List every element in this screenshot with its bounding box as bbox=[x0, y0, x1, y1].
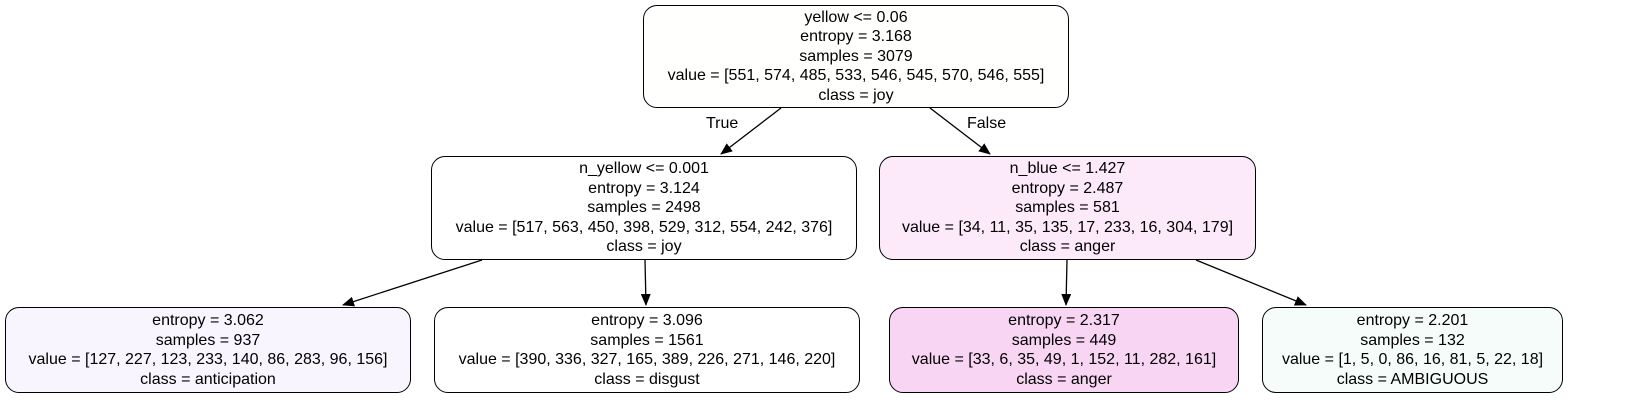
edge-label-true: True bbox=[706, 115, 739, 132]
node-line: value = [551, 574, 485, 533, 546, 545, 5… bbox=[667, 67, 1045, 85]
tree-leaf-left-right: entropy = 3.096 samples = 1561 value = [… bbox=[434, 307, 860, 393]
node-line: value = [127, 227, 123, 233, 140, 86, 28… bbox=[28, 351, 388, 368]
node-line: entropy = 3.062 bbox=[152, 312, 264, 329]
node-line: value = [390, 336, 327, 165, 389, 226, 2… bbox=[458, 351, 836, 368]
tree-node-right: n_blue <= 1.427 entropy = 2.487 samples … bbox=[879, 156, 1256, 260]
node-line: entropy = 2.201 bbox=[1356, 312, 1469, 329]
node-line: entropy = 3.124 bbox=[588, 179, 700, 197]
tree-node-left: n_yellow <= 0.001 entropy = 3.124 sample… bbox=[431, 156, 857, 260]
node-line: class = anger bbox=[1019, 238, 1116, 256]
node-line: class = anger bbox=[1016, 370, 1112, 388]
node-line: n_blue <= 1.427 bbox=[1009, 160, 1126, 178]
edge-left-lr bbox=[640, 259, 651, 306]
node-line: class = anticipation bbox=[140, 370, 276, 388]
node-line: n_yellow <= 0.001 bbox=[579, 160, 709, 178]
node-line: samples = 581 bbox=[1015, 199, 1120, 217]
node-line: samples = 449 bbox=[1011, 331, 1117, 349]
tree-node-root: yellow <= 0.06 entropy = 3.168 samples =… bbox=[643, 5, 1069, 108]
node-line: class = disgust bbox=[594, 370, 700, 388]
node-line: samples = 1561 bbox=[590, 331, 704, 349]
tree-leaf-right-left: entropy = 2.317 samples = 449 value = [3… bbox=[889, 307, 1239, 393]
node-line: yellow <= 0.06 bbox=[804, 8, 908, 26]
edge-left-ll bbox=[342, 259, 483, 307]
node-line: class = joy bbox=[606, 238, 682, 256]
edge-root-right bbox=[929, 107, 991, 155]
node-line: value = [517, 563, 450, 398, 529, 312, 5… bbox=[455, 218, 833, 236]
node-line: samples = 132 bbox=[1360, 331, 1465, 349]
node-line: entropy = 3.096 bbox=[591, 312, 703, 329]
node-line: class = AMBIGUOUS bbox=[1336, 370, 1489, 388]
node-line: samples = 2498 bbox=[587, 199, 701, 217]
edge-root-left bbox=[720, 107, 782, 155]
edge-right-rr bbox=[1195, 259, 1307, 306]
node-line: samples = 3079 bbox=[799, 47, 913, 65]
node-line: samples = 937 bbox=[155, 331, 261, 349]
node-line: entropy = 2.317 bbox=[1008, 312, 1120, 329]
edge-label-false: False bbox=[967, 115, 1007, 132]
node-line: value = [33, 6, 35, 49, 1, 152, 11, 282,… bbox=[911, 351, 1217, 368]
tree-leaf-right-right: entropy = 2.201 samples = 132 value = [1… bbox=[1262, 307, 1563, 393]
node-line: value = [34, 11, 35, 135, 17, 233, 16, 3… bbox=[901, 218, 1234, 236]
node-line: entropy = 2.487 bbox=[1011, 179, 1124, 197]
edge-right-rl bbox=[1061, 259, 1072, 306]
node-line: entropy = 3.168 bbox=[800, 28, 912, 46]
node-line: class = joy bbox=[818, 86, 894, 104]
node-line: value = [1, 5, 0, 86, 16, 81, 5, 22, 18] bbox=[1281, 351, 1544, 368]
tree-leaf-left-left: entropy = 3.062 samples = 937 value = [1… bbox=[5, 307, 411, 393]
